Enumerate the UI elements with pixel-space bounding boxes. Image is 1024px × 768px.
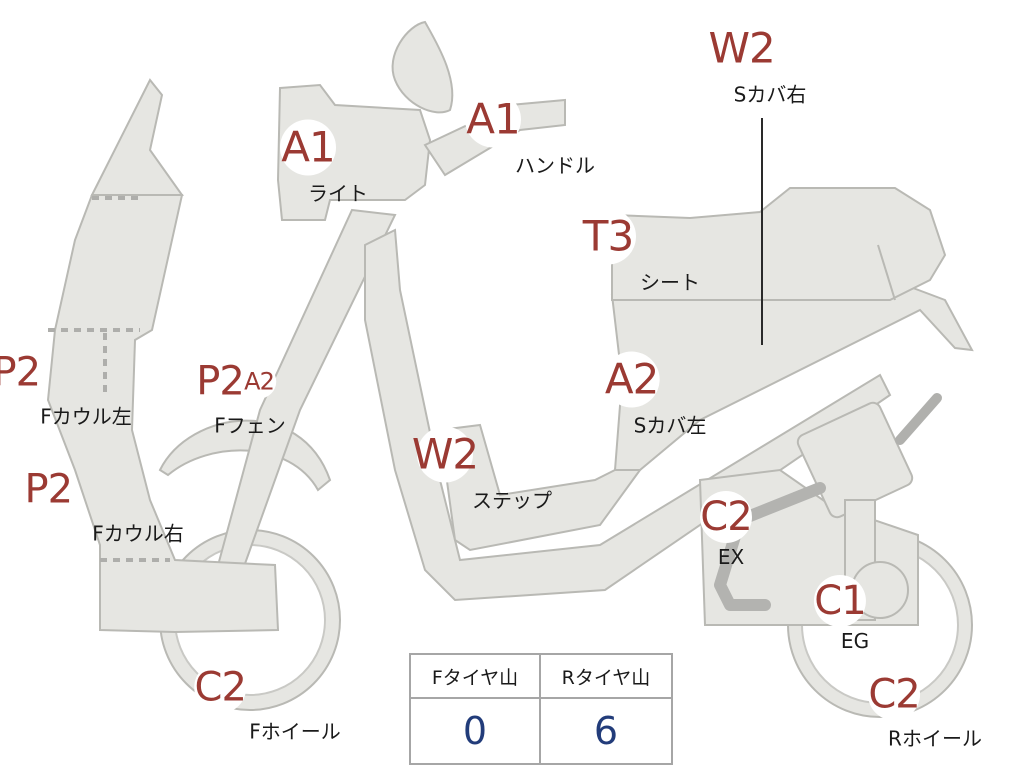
part-label-seat: シート — [640, 270, 700, 295]
front-tire-value: 0 — [411, 699, 541, 763]
callout-s-cover-right[interactable]: W2 Sカバ右 — [709, 20, 807, 108]
damage-code-seat: T3 — [580, 208, 636, 265]
callout-s-cover-left[interactable]: A2 Sカバ左 — [603, 351, 707, 439]
front-tire-header: Fタイヤ山 — [411, 655, 541, 699]
callout-handle[interactable]: A1 ハンドル — [465, 91, 595, 179]
tire-tread-table: Fタイヤ山 Rタイヤ山 0 6 — [409, 653, 673, 765]
damage-code-exhaust: C2 — [700, 491, 753, 543]
part-label-light: ライト — [308, 181, 368, 206]
callout-engine[interactable]: C1 EG — [811, 575, 869, 653]
callout-light[interactable]: A1 ライト — [248, 119, 368, 207]
damage-code-step: W2 — [412, 426, 479, 483]
rear-tire-header: Rタイヤ山 — [541, 655, 671, 699]
callout-step[interactable]: W2 ステップ — [412, 426, 552, 514]
damage-code-f-cowl-left: P2 — [0, 346, 43, 399]
damage-code-s-cover-right: W2 — [709, 20, 776, 77]
damage-code-f-fender-secondary: A2 — [241, 364, 276, 399]
damage-code-f-wheel: C2 — [194, 661, 247, 714]
part-label-f-cowl-left: Fカウル左 — [40, 404, 132, 429]
headlight-shape — [276, 83, 432, 221]
damage-code-light: A1 — [280, 119, 336, 176]
rear-tire-value: 6 — [593, 709, 619, 753]
seat-shape — [611, 187, 947, 301]
part-label-s-cover-left: Sカバ左 — [633, 413, 707, 438]
side-cover-shape — [610, 283, 974, 471]
damage-code-r-wheel: C2 — [868, 668, 921, 721]
callout-r-wheel[interactable]: C2 Rホイール — [868, 668, 982, 752]
damage-code-handle: A1 — [465, 91, 521, 148]
part-label-f-wheel: Fホイール — [249, 719, 341, 744]
mirror-shape — [391, 20, 454, 114]
part-label-engine: EG — [840, 629, 870, 653]
part-label-f-cowl-right: Fカウル右 — [92, 521, 184, 546]
damage-code-s-cover-left: A2 — [603, 351, 660, 408]
callout-f-fender[interactable]: P2 A2 Fフェン — [184, 355, 286, 439]
part-label-step: ステップ — [472, 488, 552, 513]
callout-f-cowl-left[interactable]: P2 Fカウル左 — [0, 346, 132, 430]
part-label-f-fender: Fフェン — [214, 413, 286, 438]
callout-f-cowl-right[interactable]: P2 Fカウル右 — [22, 463, 184, 547]
callout-exhaust[interactable]: C2 EX — [700, 491, 753, 569]
damage-code-f-cowl-right: P2 — [22, 463, 75, 516]
part-label-r-wheel: Rホイール — [888, 726, 982, 751]
callout-f-wheel[interactable]: C2 Fホイール — [194, 661, 341, 745]
front-cowl-shape — [46, 194, 280, 634]
part-label-handle: ハンドル — [515, 153, 595, 178]
frame-shape — [364, 228, 892, 602]
callout-seat[interactable]: T3 シート — [580, 208, 700, 296]
exhaust-pipe-shape — [714, 482, 826, 611]
part-label-exhaust: EX — [717, 545, 745, 569]
damage-code-engine: C1 — [813, 575, 867, 627]
damage-code-f-fender: P2 — [193, 355, 246, 408]
part-label-s-cover-right: Sカバ右 — [733, 82, 807, 107]
